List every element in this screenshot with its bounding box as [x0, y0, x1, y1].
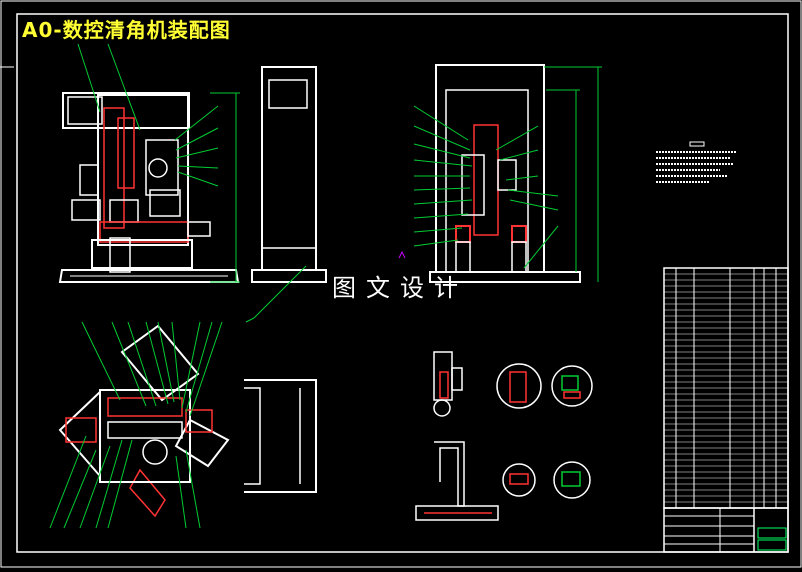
watermark-text: 图文设计 — [332, 274, 468, 302]
technical-notes — [656, 141, 736, 183]
right-view — [398, 64, 602, 283]
parts-list — [663, 267, 789, 509]
bracket-view — [244, 379, 317, 493]
detail-views — [415, 351, 593, 521]
drawing-title: A0-数控清角机装配图 — [22, 18, 231, 42]
top-view — [49, 321, 230, 529]
title-block — [663, 507, 789, 553]
side-view — [245, 66, 327, 323]
front-view — [58, 43, 240, 283]
